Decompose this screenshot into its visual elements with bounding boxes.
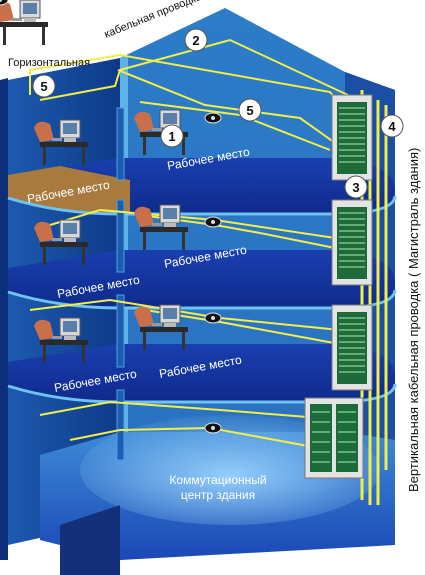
switching-center-label-line2: центр здания (181, 488, 255, 502)
network-outlet-icon (0, 0, 222, 434)
switching-center-label-line1: Коммутационный (169, 473, 266, 487)
callout-4: 4 (380, 114, 404, 138)
callout-2-number: 2 (192, 33, 199, 48)
callout-2: 2 (184, 28, 208, 52)
floor-slabs (7, 158, 397, 575)
callout-1: 1 (160, 124, 184, 148)
horizontal-cabling-label-line1: Горизонтальная (8, 57, 90, 69)
vertical-backbone-label: Вертикальная кабельная проводка ( Магист… (406, 148, 421, 492)
callout-5a-number: 5 (40, 79, 47, 94)
horizontal-cables (29, 38, 351, 451)
computer-desk-icon (0, 0, 189, 364)
server-rack-icon (304, 94, 373, 479)
callout-5b: 5 (238, 98, 262, 122)
room-partitions (116, 107, 125, 461)
callout-3-number: 3 (352, 180, 359, 195)
callout-3: 3 (344, 175, 368, 199)
callout-4-number: 4 (388, 119, 396, 134)
callout-5b-number: 5 (246, 103, 253, 118)
callout-5a: 5 (32, 74, 56, 98)
callout-1-number: 1 (168, 129, 175, 144)
